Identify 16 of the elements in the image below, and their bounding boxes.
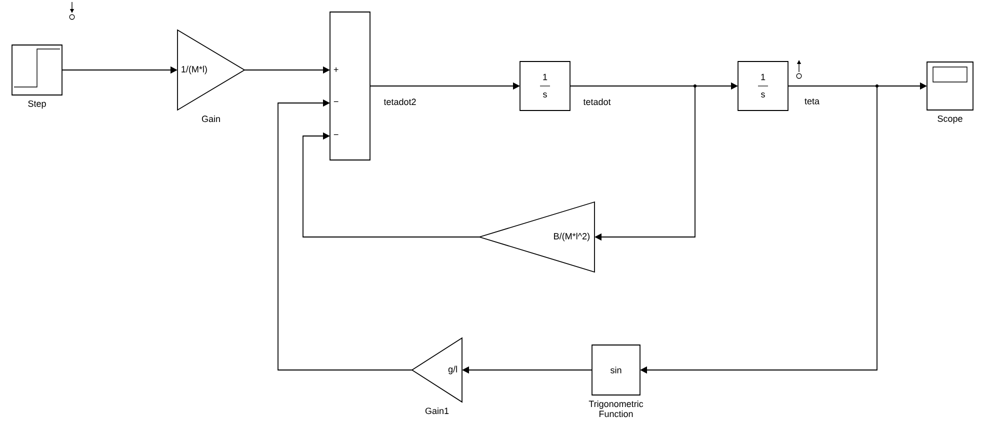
- arrow: [278, 99, 412, 370]
- arrow: [302, 132, 480, 238]
- scope-block: [926, 62, 974, 110]
- block-label: Step: [28, 100, 46, 109]
- edge-label: tetadot2: [384, 98, 416, 106]
- block-label: Gain1: [425, 407, 449, 414]
- edge-label: teta: [804, 98, 820, 104]
- sum-block: + − −: [330, 12, 370, 160]
- block-label: Scope: [938, 115, 962, 124]
- block-label: Gain: [202, 115, 220, 122]
- integrator-block: 1 s: [738, 61, 788, 111]
- step-block: [12, 44, 62, 96]
- integrator-block: 1 s: [520, 61, 570, 111]
- edge-label: tetadot: [583, 98, 611, 106]
- block-label: Trigonometric Function: [588, 400, 644, 418]
- function-block: sin: [592, 344, 640, 396]
